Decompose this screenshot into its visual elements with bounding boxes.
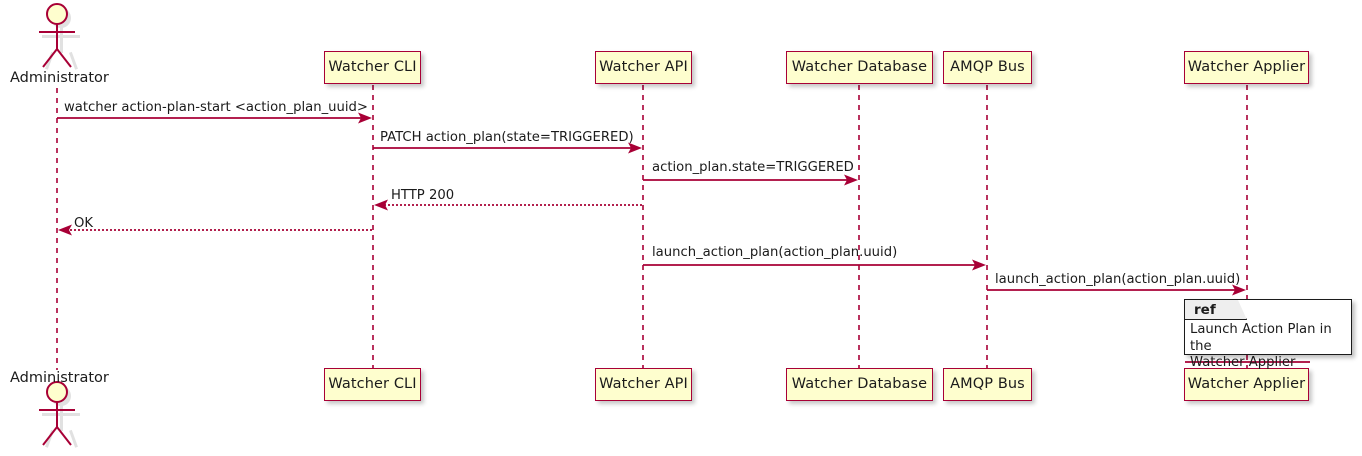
ref-fragment-line-1: Launch Action Plan in the <box>1190 322 1332 354</box>
participant-box-watcher-cli-bottom[interactable]: Watcher CLI <box>324 368 421 401</box>
participant-box-watcher-api-top[interactable]: Watcher API <box>595 51 692 84</box>
arrowhead-msg-3 <box>844 174 858 186</box>
actor-head-icon <box>46 3 68 25</box>
message-label-msg-7: launch_action_plan(action_plan.uuid) <box>995 272 1241 287</box>
arrowhead-msg-7 <box>1232 284 1246 296</box>
lifelines <box>56 85 1248 370</box>
participant-box-watcher-database-bottom[interactable]: Watcher Database <box>786 368 933 401</box>
actor-label-administrator-bottom: Administrator <box>10 370 109 386</box>
message-arrows <box>57 112 1246 296</box>
participant-label-amqp-bus: AMQP Bus <box>950 376 1025 393</box>
arrowhead-msg-2 <box>628 142 642 154</box>
participant-label-watcher-database: Watcher Database <box>791 59 928 76</box>
actor-leg-right-icon <box>56 426 72 446</box>
ref-fragment-tab-label: ref <box>1194 301 1216 318</box>
arrowhead-msg-1 <box>358 112 372 124</box>
participant-label-watcher-database: Watcher Database <box>791 376 928 393</box>
participant-box-amqp-bus-top[interactable]: AMQP Bus <box>943 51 1032 84</box>
actor-leg-left-icon <box>42 48 58 68</box>
participant-box-watcher-cli-top[interactable]: Watcher CLI <box>324 51 421 84</box>
participant-label-watcher-cli: Watcher CLI <box>328 59 417 76</box>
arrowhead-msg-6 <box>972 259 986 271</box>
participant-label-watcher-cli: Watcher CLI <box>328 376 417 393</box>
message-label-msg-1: watcher action-plan-start <action_plan_u… <box>64 100 368 115</box>
message-label-msg-4: HTTP 200 <box>391 188 455 203</box>
actor-administrator-bottom <box>39 381 80 448</box>
participant-label-watcher-applier: Watcher Applier <box>1187 59 1306 76</box>
ref-fragment-tab: ref <box>1185 300 1247 320</box>
participant-label-watcher-api: Watcher API <box>599 59 688 76</box>
ref-fragment-body: Launch Action Plan in the Watcher Applie… <box>1190 322 1347 372</box>
participant-label-amqp-bus: AMQP Bus <box>950 59 1025 76</box>
participant-box-watcher-database-top[interactable]: Watcher Database <box>786 51 933 84</box>
arrowhead-msg-4 <box>374 199 388 211</box>
message-label-msg-2: PATCH action_plan(state=TRIGGERED) <box>380 130 634 145</box>
participant-box-watcher-applier-top[interactable]: Watcher Applier <box>1184 51 1309 84</box>
ref-fragment[interactable]: ref Launch Action Plan in the Watcher Ap… <box>1184 299 1352 370</box>
participant-box-watcher-applier-bottom[interactable]: Watcher Applier <box>1184 368 1309 401</box>
message-label-msg-5: OK <box>74 216 94 231</box>
participant-label-watcher-api: Watcher API <box>599 376 688 393</box>
ref-fragment-line-2: Watcher Applier <box>1190 355 1296 370</box>
message-label-msg-3: action_plan.state=TRIGGERED <box>652 160 854 175</box>
actor-leg-right-icon <box>56 48 72 68</box>
participant-box-watcher-api-bottom[interactable]: Watcher API <box>595 368 692 401</box>
message-label-msg-6: launch_action_plan(action_plan.uuid) <box>652 245 898 260</box>
participant-label-watcher-applier: Watcher Applier <box>1187 376 1306 393</box>
actor-administrator-top <box>39 3 80 70</box>
actor-leg-left-icon <box>42 426 58 446</box>
arrowhead-msg-5 <box>58 224 72 236</box>
actor-label-administrator-top: Administrator <box>10 70 109 86</box>
participant-box-amqp-bus-bottom[interactable]: AMQP Bus <box>943 368 1032 401</box>
